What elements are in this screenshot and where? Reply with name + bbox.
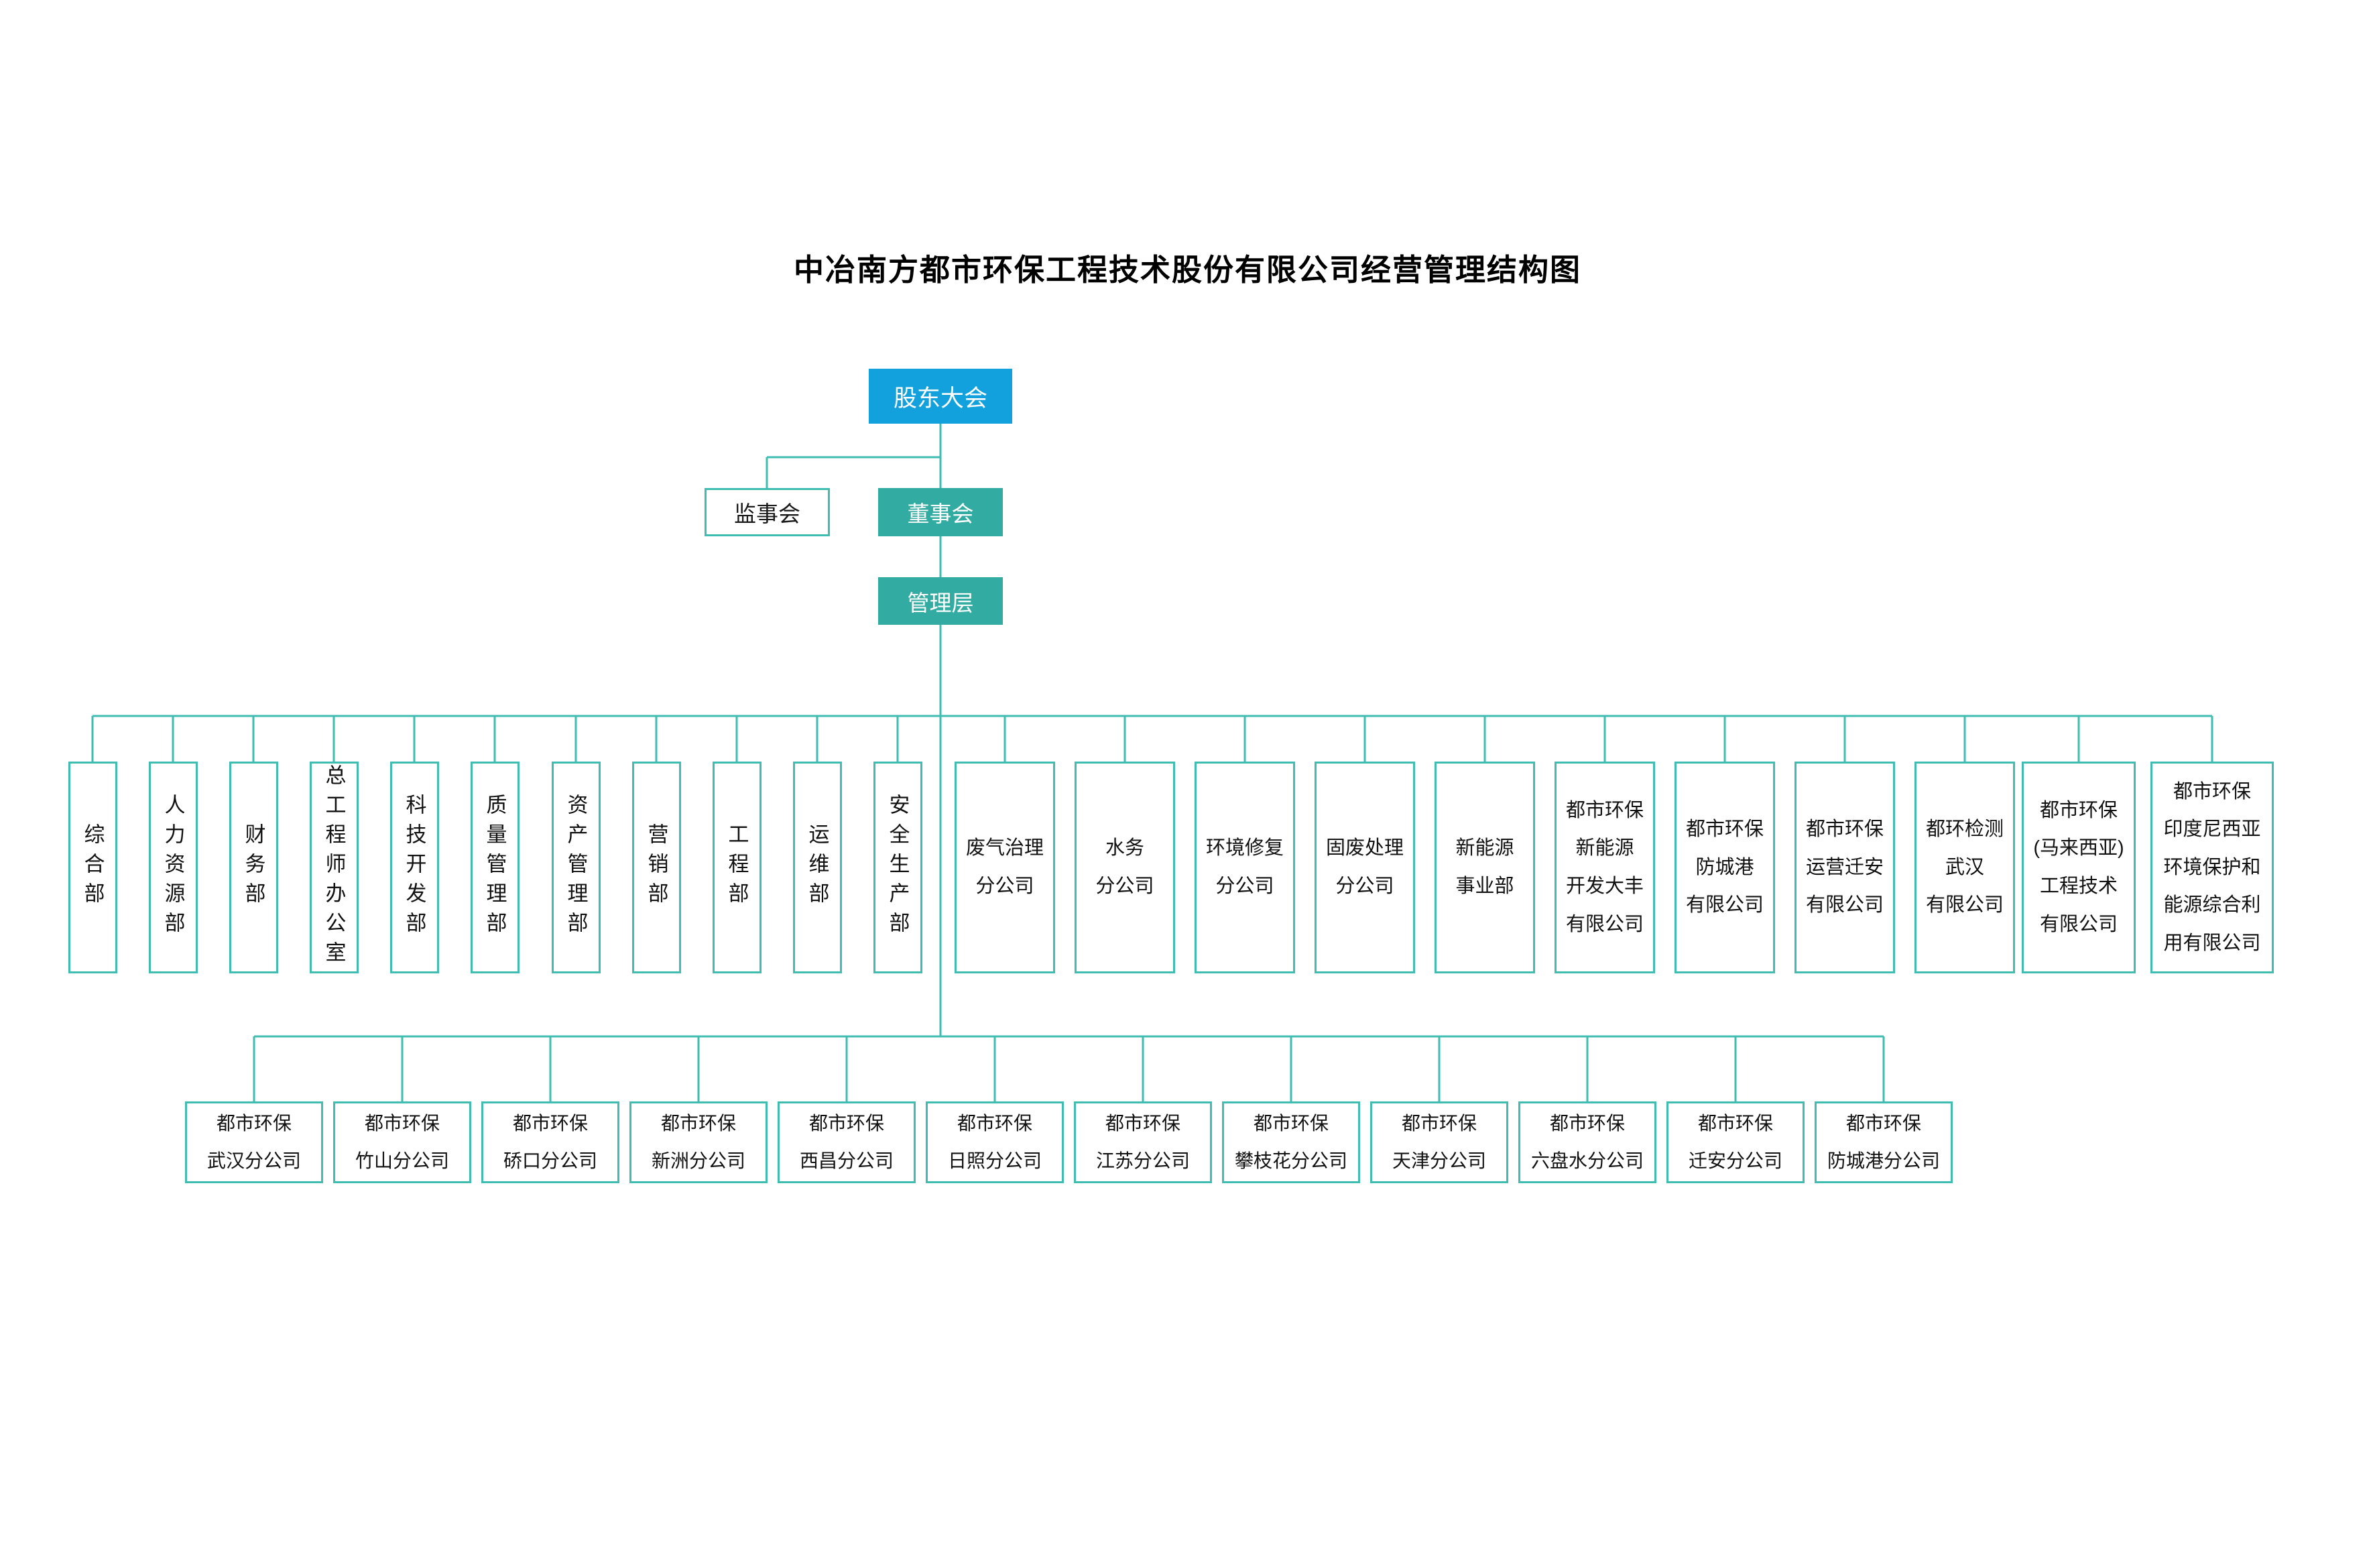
row1-node: 安全生产部 (873, 762, 922, 973)
row1-node-label: 工程部 (725, 823, 749, 912)
row1-node-label: 财务部 (241, 823, 265, 912)
row1-node-label: 资产管理部 (564, 793, 588, 942)
row1-node-label: 科技开发部 (402, 793, 426, 942)
row1-node: 财务部 (229, 762, 278, 973)
row1-node: 资产管理部 (551, 762, 601, 973)
row2-node: 都市环保 竹山分公司 (333, 1101, 471, 1183)
row2-node: 都市环保 新洲分公司 (629, 1101, 768, 1183)
row1-node-label: 运维部 (805, 823, 829, 912)
row1-node: 都市环保 运营迁安 有限公司 (1794, 762, 1895, 973)
node-shareholders-meeting: 股东大会 (869, 369, 1012, 424)
row2-node: 都市环保 日照分公司 (926, 1101, 1064, 1183)
row1-node: 都市环保 新能源 开发大丰 有限公司 (1555, 762, 1655, 973)
row1-node: 运维部 (792, 762, 842, 973)
row1-node: 都市环保 (马来西亚) 工程技术 有限公司 (2022, 762, 2136, 973)
row2-node: 都市环保 硚口分公司 (481, 1101, 619, 1183)
node-board-of-directors: 董事会 (878, 488, 1003, 536)
row1-node: 营销部 (631, 762, 681, 973)
row1-node: 工程部 (712, 762, 762, 973)
chart-title: 中冶南方都市环保工程技术股份有限公司经营管理结构图 (793, 253, 1581, 287)
row2-node: 都市环保 武汉分公司 (185, 1101, 323, 1183)
row1-node-label: 营销部 (644, 823, 668, 912)
row1-node: 科技开发部 (389, 762, 439, 973)
row1-node-label: 人力资源部 (161, 793, 185, 942)
row1-node: 质量管理部 (470, 762, 520, 973)
node-management: 管理层 (878, 577, 1003, 625)
row2-node: 都市环保 西昌分公司 (778, 1101, 916, 1183)
row1-node: 人力资源部 (148, 762, 198, 973)
row2-node: 都市环保 攀枝花分公司 (1222, 1101, 1360, 1183)
row1-node: 总工程师办公室 (309, 762, 359, 973)
row1-node: 都市环保 印度尼西亚 环境保护和 能源综合利 用有限公司 (2150, 762, 2274, 973)
row1-node-label: 总工程师办公室 (322, 764, 346, 971)
row1-node: 都市环保 防城港 有限公司 (1674, 762, 1775, 973)
row2-node: 都市环保 防城港分公司 (1815, 1101, 1953, 1183)
row1-node: 水务 分公司 (1075, 762, 1175, 973)
row1-node-label: 综合部 (80, 823, 105, 912)
row1-node: 综合部 (68, 762, 117, 973)
node-supervisory-board: 监事会 (705, 488, 830, 536)
row1-node: 都环检测 武汉 有限公司 (1914, 762, 2015, 973)
row1-node: 新能源 事业部 (1435, 762, 1535, 973)
row1-node: 废气治理 分公司 (955, 762, 1055, 973)
row1-node-label: 质量管理部 (483, 793, 507, 942)
row1-node: 固废处理 分公司 (1315, 762, 1415, 973)
row2-node: 都市环保 江苏分公司 (1074, 1101, 1212, 1183)
row1-node-label: 安全生产部 (886, 793, 910, 942)
row2-node: 都市环保 六盘水分公司 (1518, 1101, 1656, 1183)
row2-node: 都市环保 天津分公司 (1370, 1101, 1508, 1183)
row1-node: 环境修复 分公司 (1195, 762, 1295, 973)
row2-node: 都市环保 迁安分公司 (1666, 1101, 1805, 1183)
